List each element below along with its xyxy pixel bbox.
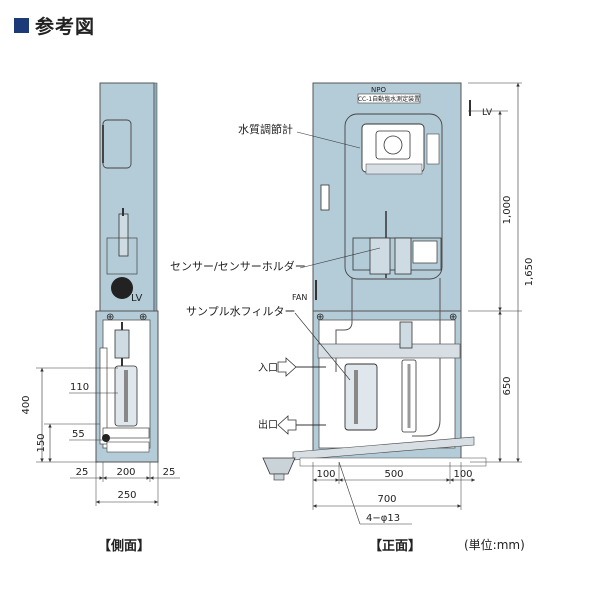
filter-label: サンプル水フィルター: [186, 305, 295, 318]
drain-funnel: [262, 457, 296, 475]
outlet-label: 出口: [258, 418, 278, 431]
dim-side-55: 55: [72, 429, 85, 440]
dim-side-400: 400: [21, 395, 32, 414]
heading-text: 参考図: [35, 15, 96, 38]
holes-label: 4−φ13: [366, 513, 400, 524]
dim-front-100-right: 100: [453, 469, 472, 480]
heading-square-icon: [14, 17, 29, 33]
side-lv-label: LV: [131, 293, 142, 304]
svg-text:⊕: ⊕: [316, 312, 324, 323]
dim-side-110: 110: [70, 382, 89, 393]
dim-side-200: 200: [116, 467, 135, 478]
caption-side: 【側面】: [98, 538, 150, 554]
svg-text:⊕: ⊕: [106, 312, 114, 323]
svg-text:⊕: ⊕: [449, 312, 457, 323]
front-view: NPO CC-1自動塩水測定装置 FAN: [170, 82, 535, 525]
dim-side-150: 150: [36, 433, 47, 452]
dim-front-500: 500: [384, 469, 403, 480]
dim-front-650: 650: [502, 376, 513, 395]
dim-side-25-left: 25: [76, 467, 89, 478]
section-heading: 参考図: [14, 14, 96, 38]
dim-side-250: 250: [117, 490, 136, 501]
side-view: LV ⊕ ⊕ 110 55 400 150 25: [21, 82, 180, 506]
nameplate-line2: CC-1自動塩水測定装置: [358, 95, 420, 103]
caption-front: 【正面】: [369, 538, 421, 554]
sample-water-filter: [344, 363, 378, 431]
internal-panel: [344, 113, 443, 280]
svg-text:⊕: ⊕: [139, 312, 147, 323]
meter-label: 水質調節計: [238, 122, 293, 136]
outlet-arrow-icon: [277, 415, 297, 435]
side-lv-valve-icon: [111, 277, 133, 299]
dim-front-1000: 1,000: [502, 196, 513, 225]
caption-unit: (単位:mm): [464, 537, 525, 552]
side-upper-cabinet: [99, 82, 155, 312]
front-lv-label: LV: [482, 108, 493, 118]
sensor-label: センサー/センサーホルダー: [170, 259, 306, 273]
fan-label: FAN: [292, 293, 307, 302]
inlet-arrow-icon: [277, 357, 297, 377]
dim-side-25-right: 25: [163, 467, 176, 478]
dim-front-100-left: 100: [316, 469, 335, 480]
inlet-label: 入口: [258, 363, 278, 374]
dim-front-700: 700: [377, 494, 396, 505]
nameplate-line1: NPO: [371, 86, 386, 94]
dim-front-1650: 1,650: [524, 258, 535, 287]
